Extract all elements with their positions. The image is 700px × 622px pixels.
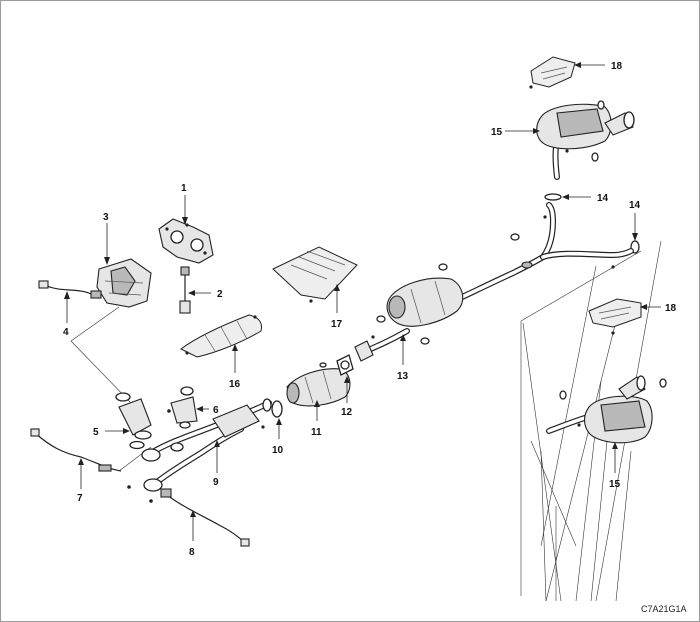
callout-8: 8 [189, 547, 195, 558]
callout-3: 3 [103, 212, 109, 223]
callout-11: 11 [311, 427, 322, 438]
callout-17: 17 [331, 319, 343, 330]
callout-14a: 14 [597, 193, 609, 204]
callout-7: 7 [77, 493, 83, 504]
part-10-gasket: 10 [261, 398, 284, 456]
figure-code: C7A21G1A [641, 604, 687, 614]
part-12-gasket: 12 [336, 354, 354, 418]
part-17-heat-shield: 17 [272, 246, 358, 330]
callout-18a: 18 [611, 61, 623, 72]
part-5-front-pipe-flange: 5 [93, 392, 152, 450]
callout-4: 4 [63, 327, 69, 338]
callout-16: 16 [229, 379, 241, 390]
callout-15a: 15 [491, 127, 503, 138]
part-13-center-pipe-resonator: 13 [354, 254, 546, 382]
callout-6: 6 [213, 405, 219, 416]
part-15-rear-muffler-lower: 15 [546, 375, 667, 490]
part-3-exhaust-manifold: 3 [70, 212, 152, 404]
part-14-gaskets: 14 14 [544, 193, 641, 254]
part-18-heat-shield-lower: 18 [588, 298, 677, 335]
callout-1: 1 [181, 183, 187, 194]
part-7-sensor-harness: 7 [30, 428, 152, 504]
part-18-heat-shield-upper: 18 [529, 56, 623, 89]
callout-12: 12 [341, 407, 353, 418]
callout-2: 2 [217, 289, 223, 300]
callout-14b: 14 [629, 200, 641, 211]
callout-10: 10 [272, 445, 284, 456]
rear-pipe-split [510, 202, 634, 269]
part-4-oxygen-sensor: 4 [38, 280, 102, 338]
callout-9: 9 [213, 477, 219, 488]
part-2-oxygen-sensor: 2 [179, 266, 223, 314]
part-1-manifold-gasket: 1 [158, 183, 214, 264]
part-6-front-pipe-flange: 6 [167, 386, 219, 429]
part-9-front-y-pipe: 9 [127, 400, 272, 503]
callout-5: 5 [93, 427, 99, 438]
callout-15b: 15 [609, 479, 621, 490]
part-11-catalytic-converter: 11 [286, 362, 351, 438]
part-16-heat-shield: 16 [180, 314, 262, 390]
part-15-rear-muffler-upper: 15 [491, 100, 635, 180]
part-8-rear-oxygen-sensor: 8 [160, 488, 250, 558]
callout-13: 13 [397, 371, 409, 382]
callout-18b: 18 [665, 303, 677, 314]
